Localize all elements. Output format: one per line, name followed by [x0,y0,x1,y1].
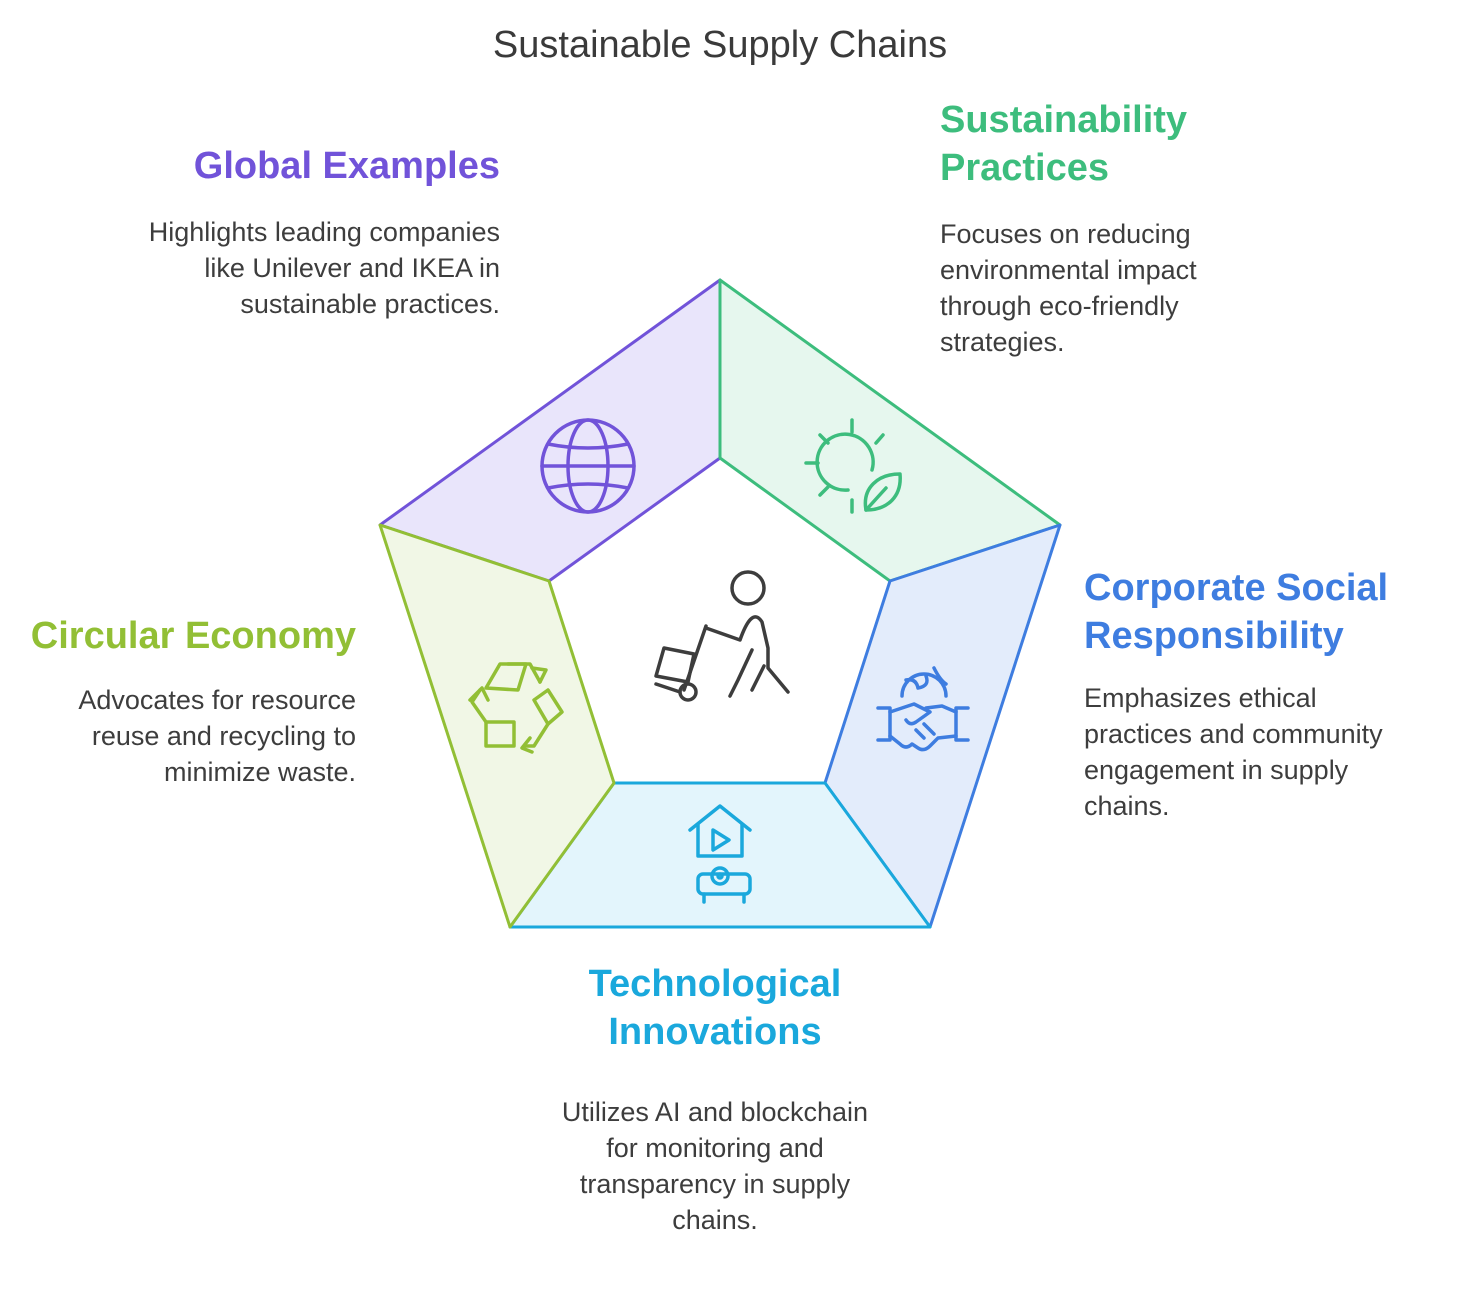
section-description: Emphasizes ethical practices and communi… [1084,683,1383,821]
segment-global[interactable] [378,278,722,583]
globe-icon [540,418,636,514]
section-heading: Corporate Social Responsibility [1084,567,1389,657]
page-title: Sustainable Supply Chains [492,24,948,66]
recycle-icon [468,662,564,754]
section-description: Advocates for resource reuse and recycli… [78,685,356,787]
person-pushing-hand-truck-icon [654,570,790,702]
handshake-globe-icon [876,666,970,752]
section-heading: Sustainability Practices [940,99,1188,189]
section-heading: Global Examples [193,145,500,187]
section-description: Utilizes AI and blockchain for monitorin… [561,1097,869,1235]
section-description: Focuses on reducing environmental impact… [940,219,1197,357]
section-heading: Circular Economy [30,615,356,657]
section-technological-innovations: Technological Innovations Utilizes AI an… [555,960,875,1238]
segment-circular[interactable] [378,523,616,929]
section-global-examples: Global Examples Highlights leading compa… [140,142,500,322]
section-description: Highlights leading companies like Unilev… [148,217,500,319]
section-heading: Technological Innovations [588,963,842,1053]
section-sustainability-practices: Sustainability Practices Focuses on redu… [940,96,1240,360]
sun-leaf-icon [804,418,902,514]
section-circular-economy: Circular Economy Advocates for resource … [20,612,356,790]
smart-home-projector-icon [688,804,752,904]
section-corporate-social-responsibility: Corporate Social Responsibility Emphasiz… [1084,564,1424,824]
